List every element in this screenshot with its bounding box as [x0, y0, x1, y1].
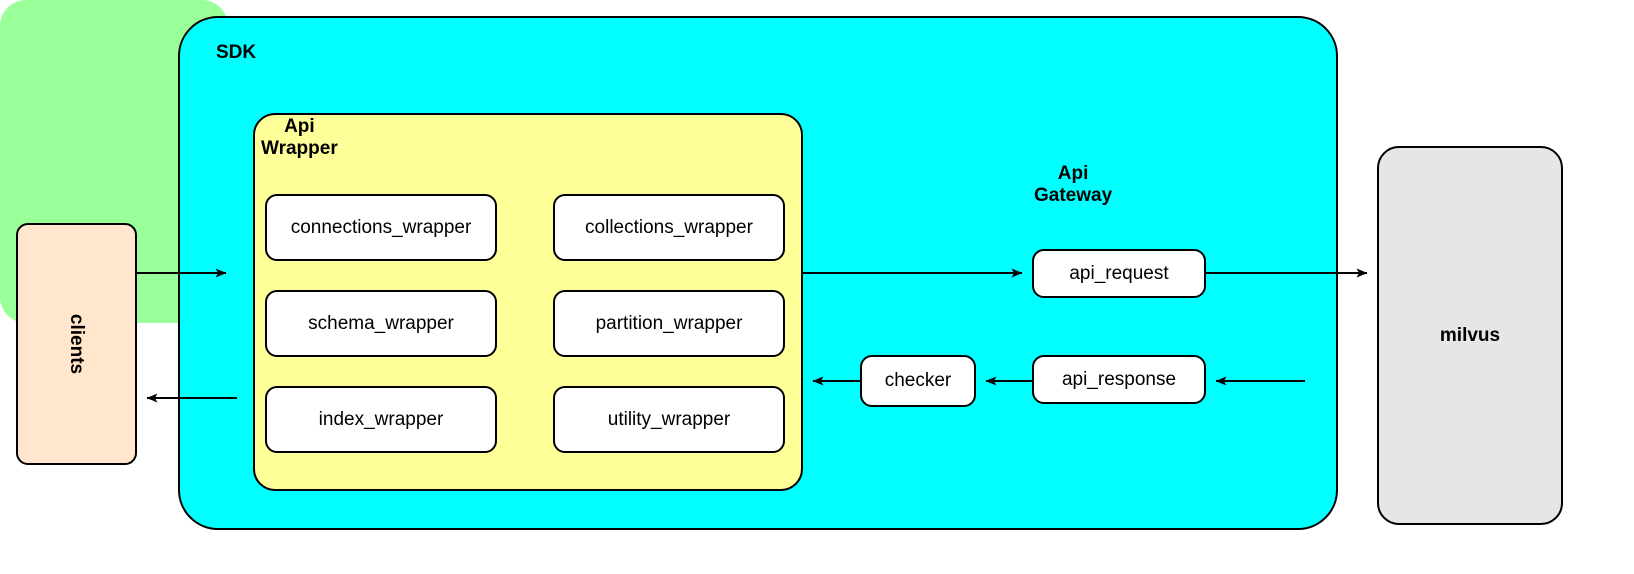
api-wrapper-label: Api Wrapper	[261, 116, 338, 159]
module-collections-wrapper[interactable]: collections_wrapper	[553, 194, 785, 261]
module-utility-wrapper[interactable]: utility_wrapper	[553, 386, 785, 453]
clients-box[interactable]	[16, 223, 137, 465]
milvus-label: milvus	[1439, 324, 1501, 346]
module-partition-wrapper[interactable]: partition_wrapper	[553, 290, 785, 357]
module-api-request[interactable]: api_request	[1032, 249, 1206, 298]
clients-label: clients	[16, 223, 137, 465]
module-checker[interactable]: checker	[860, 355, 976, 407]
module-api-response[interactable]: api_response	[1032, 355, 1206, 404]
api-gateway-label: Api Gateway	[1034, 163, 1113, 206]
module-connections-wrapper[interactable]: connections_wrapper	[265, 194, 497, 261]
module-index-wrapper[interactable]: index_wrapper	[265, 386, 497, 453]
clients-label-text: clients	[66, 313, 88, 375]
sdk-label: SDK	[216, 42, 257, 63]
milvus-box[interactable]	[1377, 146, 1563, 525]
module-schema-wrapper[interactable]: schema_wrapper	[265, 290, 497, 357]
